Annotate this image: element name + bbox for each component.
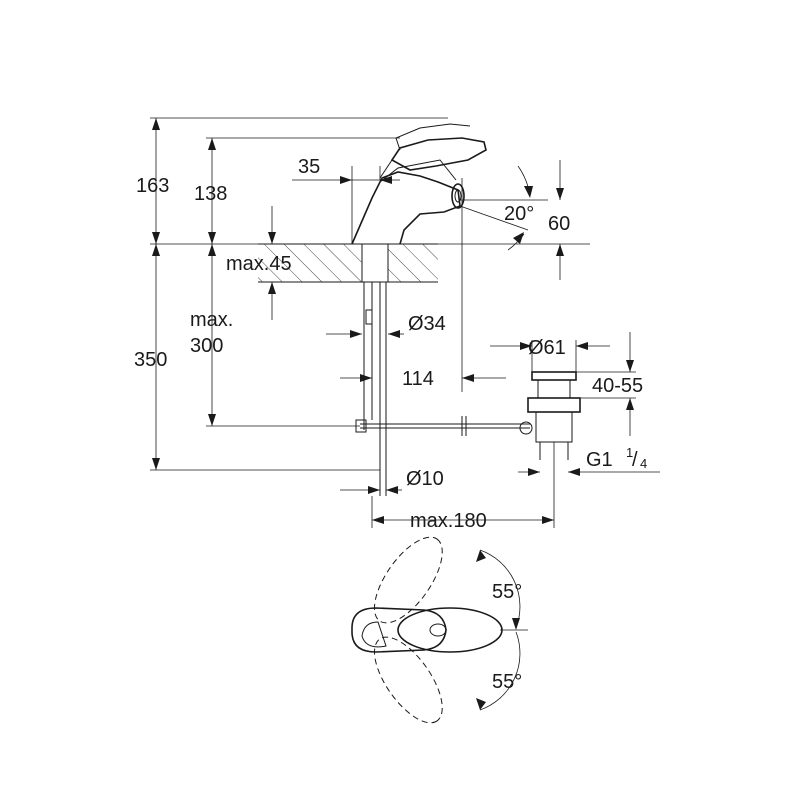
rotation-top-label: 55° <box>492 581 522 603</box>
dimension-20-degree: 20° <box>459 165 548 251</box>
dimension-thread: G1 1 / 4 <box>518 445 660 476</box>
dimension-dia34: Ø34 <box>326 313 446 338</box>
dim-dia10-label: Ø10 <box>406 468 444 490</box>
dim-thread-sup: 1 <box>626 445 633 460</box>
dimension-40-55: 40-55 <box>576 332 643 436</box>
dim-thread-label: G1 <box>586 449 613 471</box>
dim-300-label: 300 <box>190 335 223 357</box>
dim-60-label: 60 <box>548 213 570 235</box>
supply-hoses <box>363 282 387 496</box>
dim-35-label: 35 <box>298 156 320 178</box>
faucet-top-view: 55° 55° <box>351 536 528 724</box>
dimension-60: 60 <box>548 160 570 280</box>
dimension-350: 350 <box>134 244 380 471</box>
dim-114-label: 114 <box>402 368 434 390</box>
dim-thread-slash: / <box>632 449 638 471</box>
dim-max45-label: max.45 <box>226 253 292 275</box>
dimension-dia10: Ø10 <box>340 468 444 494</box>
countertop-section <box>258 243 438 283</box>
pull-rod <box>355 416 530 436</box>
dimension-35: 35 <box>292 156 400 244</box>
dim-thread-sub: 4 <box>640 456 647 471</box>
dim-163-label: 163 <box>136 175 169 197</box>
dimension-114: 114 <box>340 178 506 392</box>
faucet-body-side <box>351 123 487 245</box>
dim-350-label: 350 <box>134 349 167 371</box>
dim-138-label: 138 <box>194 183 227 205</box>
waste-assembly <box>519 371 581 460</box>
dimension-138: 138 <box>194 137 400 244</box>
dimension-163: 163 <box>136 117 448 244</box>
dim-20-label: 20° <box>504 203 534 225</box>
dimension-max180: max.180 <box>371 442 555 532</box>
dim-max180-label: max.180 <box>410 510 487 532</box>
dim-dia61-label: Ø61 <box>528 337 566 359</box>
dimension-dia61: Ø61 <box>490 337 610 372</box>
dim-max-label: max. <box>190 309 233 331</box>
dim-40-55-label: 40-55 <box>592 375 643 397</box>
dim-dia34-label: Ø34 <box>408 313 446 335</box>
dimension-max300: max. 300 <box>190 244 360 427</box>
rotation-bottom-label: 55° <box>492 671 522 693</box>
dimension-max45: max.45 <box>226 206 292 320</box>
